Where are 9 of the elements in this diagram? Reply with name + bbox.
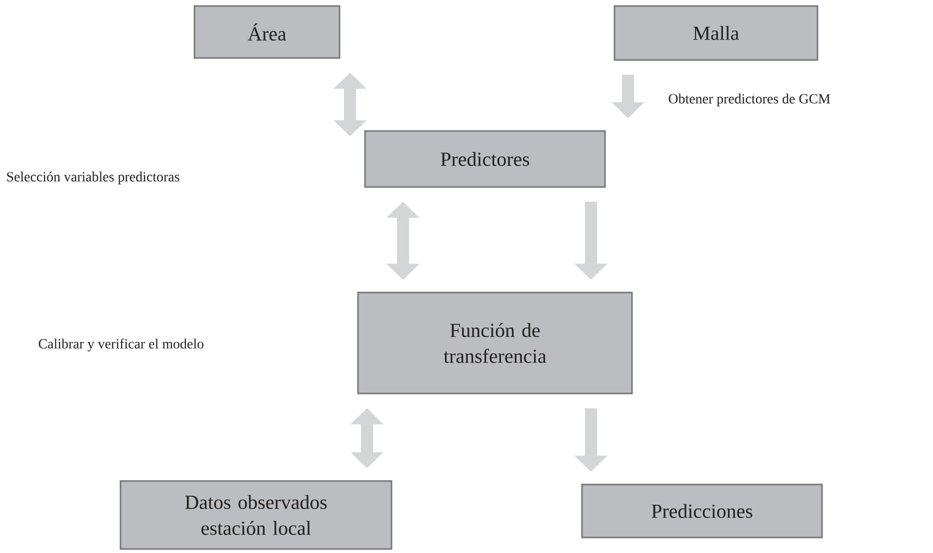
process-box: Predictores (364, 130, 606, 188)
step-label: Selección variables predictoras (7, 172, 180, 184)
process-box: Malla (614, 5, 818, 61)
process-box: Predicciones (581, 484, 823, 538)
step-label: Obtener predictores de GCM (668, 94, 830, 106)
process-box: Área (194, 5, 340, 59)
process-box: Función de transferencia (357, 292, 633, 394)
step-label: Calibrar y verificar el modelo (38, 338, 204, 352)
process-box: Datos observados estación local (120, 480, 392, 550)
